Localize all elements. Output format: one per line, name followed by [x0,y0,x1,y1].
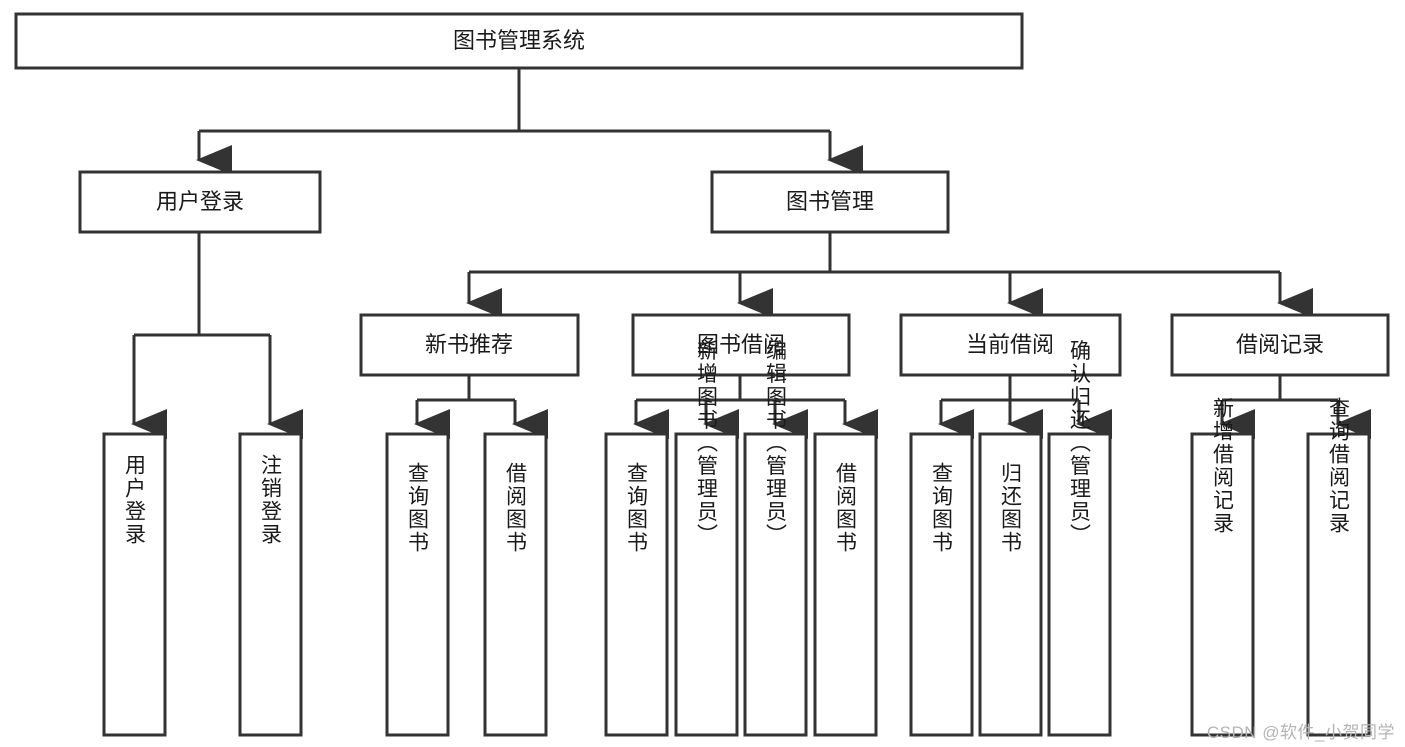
node-book-borrow[interactable]: 图书借阅 [631,313,851,377]
connector-root-to-level2 [196,68,863,175]
node-leaf-1-label: 用户登录 [123,454,147,546]
node-leaf-11-label: 确认归还（管理员） [1068,340,1092,547]
node-borrow-record-label: 借阅记录 [1236,332,1324,357]
node-leaf-2[interactable]: 注销登录 [238,432,303,737]
node-leaf-13-label: 查询借阅记录 [1327,397,1351,535]
node-leaf-8[interactable]: 借阅图书 [813,432,878,737]
node-book-borrow-label: 图书借阅 [697,332,785,357]
node-leaf-11[interactable]: 确认归还（管理员） [1047,340,1112,737]
node-new-book-rec[interactable]: 新书推荐 [359,313,580,377]
node-leaf-8-label: 借阅图书 [834,462,858,554]
node-leaf-4-label: 借阅图书 [504,462,528,554]
node-current-borrow-label: 当前借阅 [966,332,1054,357]
node-leaf-7-label: 编辑图书（管理员） [764,340,788,547]
node-root-label: 图书管理系统 [453,28,585,53]
node-leaf-2-label: 注销登录 [259,454,283,546]
connector-bookmanage-to-level3 [466,232,1313,318]
csdn-watermark: CSDN @软件_小贺同学 [1206,723,1395,742]
node-leaf-12-label: 新增借阅记录 [1211,397,1235,535]
node-leaf-10-label: 归还图书 [999,462,1023,554]
node-leaf-10[interactable]: 归还图书 [978,432,1043,737]
node-leaf-9-label: 查询图书 [930,462,954,554]
connector-userlogin-to-leaves [131,232,303,439]
node-leaf-5[interactable]: 查询图书 [604,432,669,737]
node-leaf-13[interactable]: 查询借阅记录 [1306,397,1371,737]
node-leaf-6-label: 新增图书（管理员） [695,340,719,547]
connector-bookborrow-to-leaves [633,375,878,439]
connector-borrowrecord-to-leaves [1219,375,1371,439]
node-leaf-12[interactable]: 新增借阅记录 [1190,397,1255,737]
node-leaf-7[interactable]: 编辑图书（管理员） [743,340,808,737]
node-root[interactable]: 图书管理系统 [14,12,1024,70]
connector-newbookrec-to-leaves [414,375,548,439]
node-user-login-label: 用户登录 [156,189,244,214]
node-leaf-5-label: 查询图书 [625,462,649,554]
connector-currentborrow-to-leaves [938,375,1112,439]
node-borrow-record[interactable]: 借阅记录 [1170,313,1390,377]
node-leaf-3-label: 查询图书 [406,462,430,554]
node-user-login[interactable]: 用户登录 [78,170,322,234]
node-book-manage-label: 图书管理 [786,189,874,214]
node-current-borrow[interactable]: 当前借阅 [899,313,1122,377]
node-leaf-3[interactable]: 查询图书 [385,432,450,737]
node-new-book-rec-label: 新书推荐 [425,332,513,357]
node-leaf-9[interactable]: 查询图书 [909,432,974,737]
node-leaf-1[interactable]: 用户登录 [102,432,167,737]
node-leaf-6[interactable]: 新增图书（管理员） [674,340,739,737]
node-book-manage[interactable]: 图书管理 [710,170,950,234]
node-leaf-4[interactable]: 借阅图书 [483,432,548,737]
